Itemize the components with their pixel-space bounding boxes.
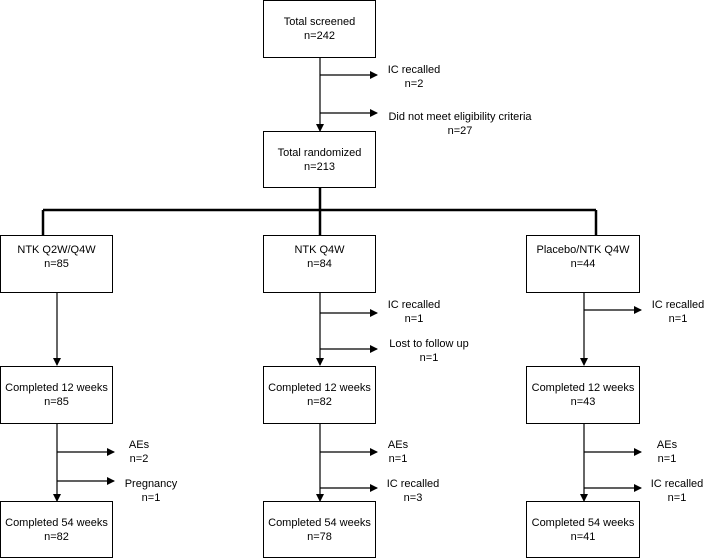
exclusion-count: n=1 [404,313,424,325]
exclusion-arm3-aes: AEs n=1 [657,438,677,466]
box-total-screened: Total screened n=242 [263,0,376,58]
box-arm2-completed-12: Completed 12 weeks n=82 [263,366,376,424]
box-count: n=213 [304,160,335,173]
box-count: n=41 [570,530,596,543]
box-label: Total screened [283,16,356,28]
box-arm-placebo-ntk-q4w: Placebo/NTK Q4W n=44 [526,235,640,293]
exclusion-label: Pregnancy [124,478,178,490]
box-label: Placebo/NTK Q4W [536,244,630,256]
box-count: n=82 [44,530,69,543]
box-label: Completed 54 weeks [531,516,635,529]
exclusion-arm2-lost: Lost to follow up n=1 [389,337,469,365]
box-arm-ntk-q4w: NTK Q4W n=84 [263,235,376,293]
box-label: NTK Q4W [294,244,345,256]
exclusion-count: n=27 [447,125,473,137]
box-arm3-completed-54: Completed 54 weeks n=41 [526,501,640,558]
exclusion-label: AEs [128,439,150,451]
box-count: n=242 [304,30,335,42]
box-arm1-completed-12: Completed 12 weeks n=85 [0,366,113,424]
box-label: NTK Q2W/Q4W [17,244,96,256]
box-count: n=85 [44,258,69,270]
box-count: n=82 [307,396,332,408]
exclusion-arm2-aes: AEs n=1 [388,438,408,466]
exclusion-label: IC recalled [651,299,705,311]
exclusion-arm3-ic2: IC recalled n=1 [651,477,704,505]
exclusion-screen-ic: IC recalled n=2 [388,63,441,91]
exclusion-count: n=1 [141,492,161,504]
exclusion-arm1-pregnancy: Pregnancy n=1 [125,477,178,505]
box-arm1-completed-54: Completed 54 weeks n=82 [0,501,113,558]
exclusion-count: n=1 [668,313,688,325]
box-label: Completed 12 weeks [5,382,108,394]
box-arm2-completed-54: Completed 54 weeks n=78 [263,501,376,558]
exclusion-label: AEs [656,439,678,451]
exclusion-label: Lost to follow up [389,338,469,350]
exclusion-screen-eligibility: Did not meet eligibility criteria n=27 [388,110,531,138]
box-label: Total randomized [277,146,362,159]
exclusion-label: AEs [387,439,409,451]
exclusion-count: n=1 [667,492,687,504]
box-count: n=85 [44,396,69,408]
exclusion-arm2-ic: IC recalled n=1 [388,298,441,326]
box-count: n=84 [307,258,332,270]
box-total-randomized: Total randomized n=213 [263,131,376,188]
exclusion-label: IC recalled [387,64,441,76]
exclusion-count: n=1 [419,352,439,364]
box-label: Completed 54 weeks [268,516,371,529]
exclusion-arm1-aes: AEs n=2 [129,438,149,466]
exclusion-label: IC recalled [386,478,440,490]
exclusion-label: Did not meet eligibility criteria [388,111,532,123]
box-label: Completed 54 weeks [5,516,108,529]
box-arm3-completed-12: Completed 12 weeks n=43 [526,366,640,424]
exclusion-count: n=1 [388,453,408,465]
box-arm-ntk-q2w-q4w: NTK Q2W/Q4W n=85 [0,235,113,293]
box-label: Completed 12 weeks [268,382,371,394]
exclusion-count: n=3 [403,492,423,504]
box-count: n=44 [570,258,596,270]
box-label: Completed 12 weeks [531,382,635,394]
exclusion-count: n=2 [404,78,424,90]
exclusion-arm2-ic2: IC recalled n=3 [387,477,440,505]
box-count: n=78 [307,530,332,543]
exclusion-count: n=2 [129,453,149,465]
exclusion-label: IC recalled [650,478,704,490]
exclusion-arm3-ic: IC recalled n=1 [652,298,705,326]
exclusion-label: IC recalled [387,299,441,311]
exclusion-count: n=1 [657,453,677,465]
box-count: n=43 [570,396,596,408]
